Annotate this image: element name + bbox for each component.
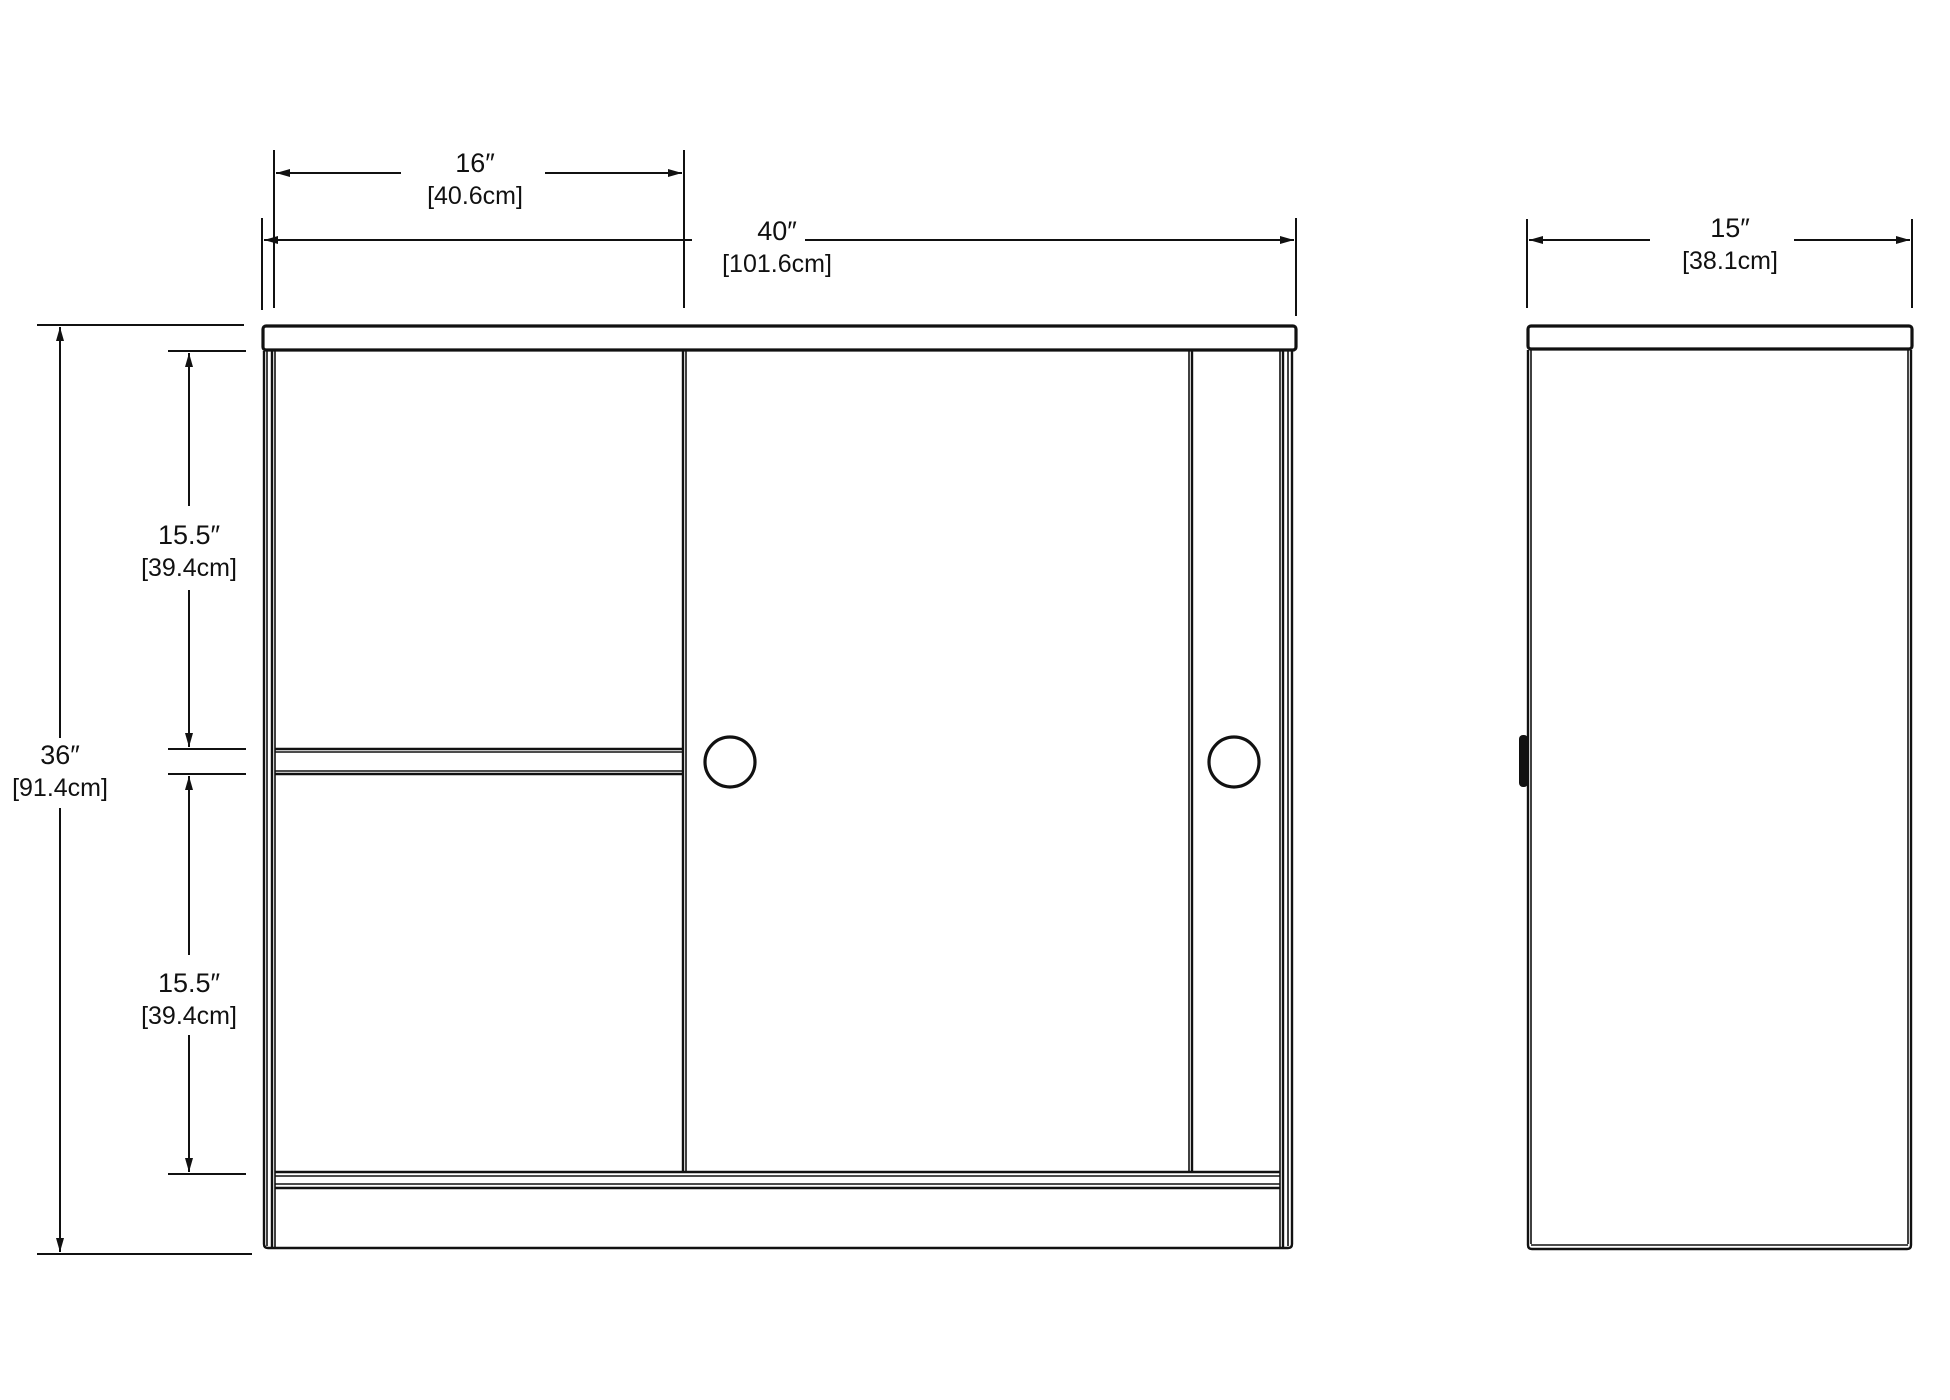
label-overall-width: 40″ [101.6cm]	[722, 218, 832, 277]
label-overall-width-cm: [101.6cm]	[722, 250, 832, 278]
label-overall-height: 36″ [91.4cm]	[12, 742, 108, 801]
label-lower-compartment: 15.5″ [39.4cm]	[141, 970, 237, 1029]
dim-overall-width	[261, 218, 1297, 316]
label-depth-inches: 15″	[1710, 213, 1750, 243]
left-door-handle-icon	[703, 735, 757, 789]
label-lower-compartment-cm: [39.4cm]	[141, 1002, 237, 1030]
label-overall-width-inches: 40″	[757, 216, 797, 246]
label-shelf-width: 16″ [40.6cm]	[427, 150, 523, 209]
side-panel	[1526, 350, 1913, 1251]
label-upper-compartment-cm: [39.4cm]	[141, 554, 237, 582]
label-overall-height-cm: [91.4cm]	[12, 774, 108, 802]
left-side-panel	[262, 351, 276, 1250]
label-depth: 15″ [38.1cm]	[1682, 215, 1778, 274]
right-door-handle-icon	[1207, 735, 1261, 789]
dim-overall-height	[37, 324, 252, 1255]
label-lower-compartment-inches: 15.5″	[157, 968, 221, 998]
sliding-door-edge	[1188, 351, 1194, 1172]
bottom-shelf	[275, 1170, 1280, 1190]
side-view	[1519, 324, 1914, 1251]
label-shelf-width-inches: 16″	[455, 148, 495, 178]
dim-upper-compartment	[168, 350, 246, 750]
label-upper-compartment-inches: 15.5″	[157, 520, 221, 550]
label-depth-cm: [38.1cm]	[1682, 247, 1778, 275]
right-side-panel	[1279, 351, 1294, 1250]
dim-lower-compartment	[168, 773, 246, 1175]
side-top-panel	[1526, 324, 1914, 351]
dim-depth	[1526, 219, 1913, 308]
label-overall-height-inches: 36″	[40, 740, 80, 770]
top-panel	[261, 324, 1298, 352]
label-upper-compartment: 15.5″ [39.4cm]	[141, 522, 237, 581]
side-door-handle-icon	[1519, 735, 1528, 787]
label-shelf-width-cm: [40.6cm]	[427, 182, 523, 210]
middle-shelf	[275, 747, 683, 776]
dim-shelf-width	[273, 150, 685, 308]
front-view	[261, 324, 1298, 1250]
compartment-divider	[681, 351, 687, 1172]
